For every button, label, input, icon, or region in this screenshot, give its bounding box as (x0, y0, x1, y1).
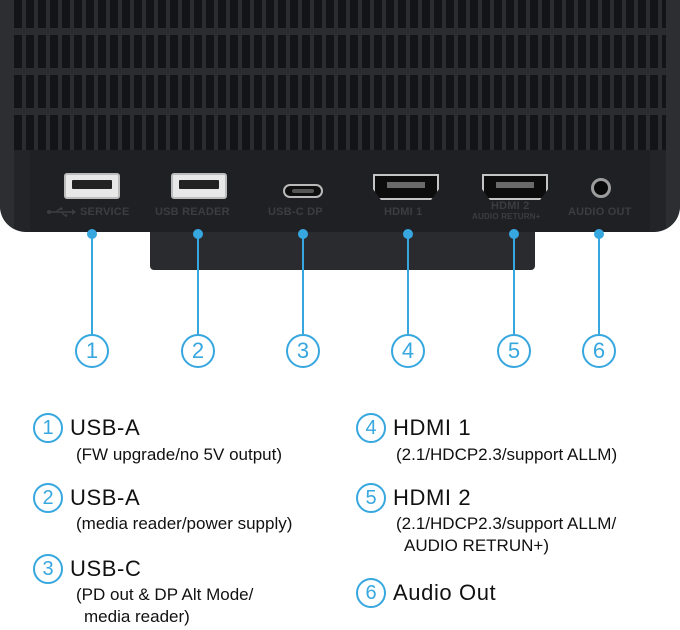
legend-number-5: 5 (356, 483, 386, 513)
legend-number-4: 4 (356, 413, 386, 443)
callout-line-3 (302, 234, 304, 334)
vent-grille (14, 0, 666, 150)
usb-a-service-port (64, 173, 120, 199)
legend-title-3: USB-C (70, 556, 141, 582)
usb-a-reader-port (171, 173, 227, 199)
legend-number-6: 6 (356, 578, 386, 608)
callout-line-6 (598, 234, 600, 334)
legend-detail-3a: (PD out & DP Alt Mode/ (76, 584, 253, 606)
legend-number-1: 1 (33, 413, 63, 443)
legend-title-5: HDMI 2 (393, 485, 471, 511)
callout-line-5 (513, 234, 515, 334)
callout-number-2: 2 (181, 334, 215, 368)
callout-line-2 (197, 234, 199, 334)
legend-detail-5b: AUDIO RETRUN+) (404, 535, 549, 557)
port-label-hdmi-2: HDMI 2 (491, 200, 529, 212)
legend-number-3: 3 (33, 554, 63, 584)
hdmi-2-port (482, 174, 548, 200)
callout-line-1 (91, 234, 93, 334)
legend-title-6: Audio Out (393, 580, 496, 606)
legend-detail-2: (media reader/power supply) (76, 513, 292, 535)
port-label-usb-c: USB-C DP (268, 206, 323, 218)
callout-number-6: 6 (582, 334, 616, 368)
legend-title-1: USB-A (70, 415, 140, 441)
legend-title-4: HDMI 1 (393, 415, 471, 441)
grille-rib (14, 28, 666, 35)
usb-symbol-icon (46, 207, 76, 217)
panel-left-edge (0, 0, 14, 232)
grille-rib (14, 108, 666, 115)
legend-number-2: 2 (33, 483, 63, 513)
port-label-audio-out: AUDIO OUT (568, 206, 632, 218)
audio-jack-port (591, 178, 611, 198)
panel-right-edge (666, 0, 680, 232)
callout-line-4 (407, 234, 409, 334)
device-base (150, 232, 535, 270)
callout-number-4: 4 (391, 334, 425, 368)
usb-c-port (283, 184, 323, 198)
legend-detail-4: (2.1/HDCP2.3/support ALLM) (396, 444, 617, 466)
legend-title-2: USB-A (70, 485, 140, 511)
port-label-service: SERVICE (80, 206, 130, 218)
port-label-usb-reader: USB READER (155, 206, 230, 218)
grille-rib (14, 68, 666, 75)
legend-detail-1: (FW upgrade/no 5V output) (76, 444, 282, 466)
callout-number-5: 5 (497, 334, 531, 368)
port-sublabel-hdmi-2: AUDIO RETURN+ (472, 212, 541, 221)
callout-number-1: 1 (75, 334, 109, 368)
legend-detail-5a: (2.1/HDCP2.3/support ALLM/ (396, 513, 616, 535)
legend-detail-3b: media reader) (84, 606, 190, 628)
port-strip (30, 150, 650, 232)
hdmi-1-port (373, 174, 439, 200)
callout-number-3: 3 (286, 334, 320, 368)
port-label-hdmi-1: HDMI 1 (384, 206, 422, 218)
